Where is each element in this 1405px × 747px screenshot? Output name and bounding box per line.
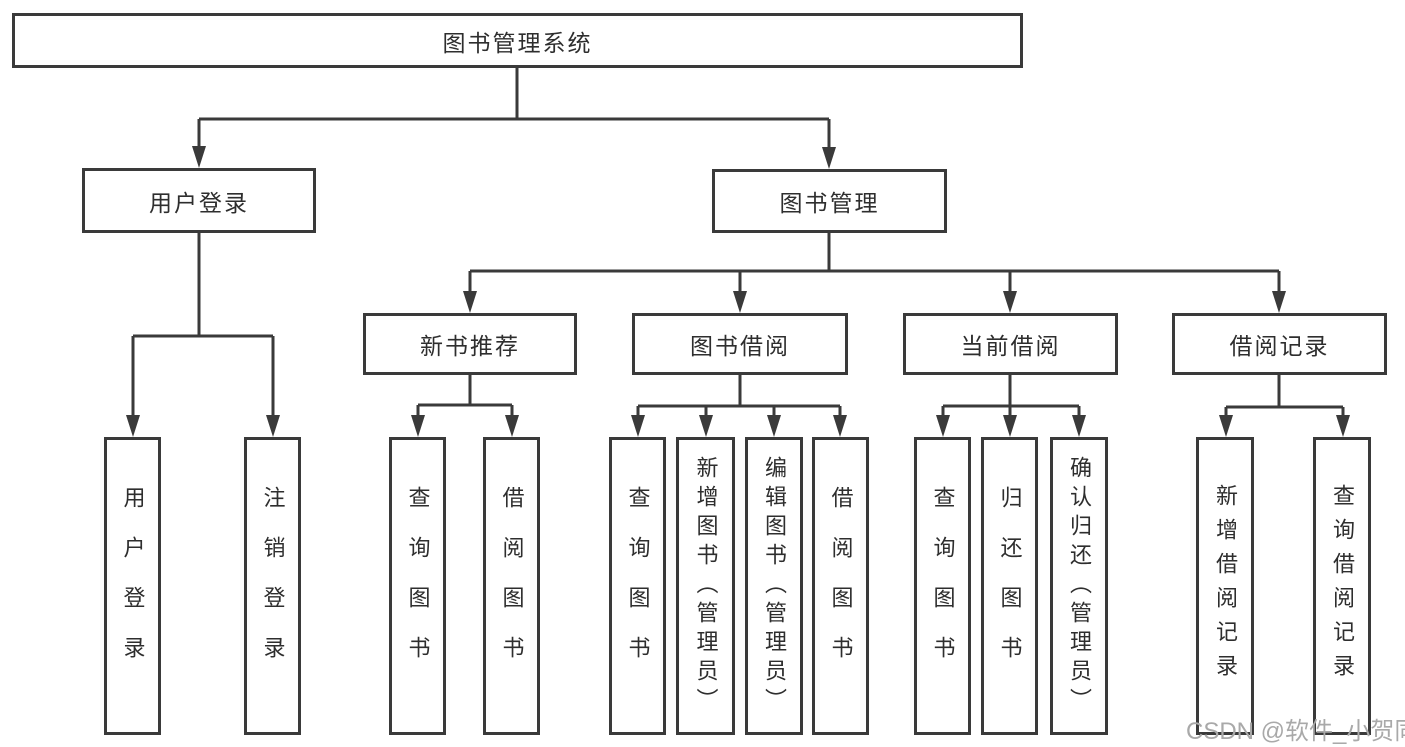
node-book-borrow-label: 图书借阅 (690, 333, 790, 359)
connector-book-borrow-children (631, 375, 847, 437)
leaf-edit-book-admin-label: 编辑图书（管理员） (762, 455, 787, 717)
leaf-confirm-return-admin-label: 确认归还（管理员） (1067, 455, 1092, 717)
leaf-add-borrow-record-label: 新增借阅记录 (1213, 484, 1238, 688)
leaf-query-books-recommend: 查询图书 (389, 437, 446, 735)
connector-current-borrow-children (936, 375, 1086, 437)
node-current-borrow: 当前借阅 (903, 313, 1118, 375)
node-library-management-system-label: 图书管理系统 (442, 29, 593, 56)
leaf-confirm-return-admin: 确认归还（管理员） (1050, 437, 1108, 735)
leaf-query-borrow-record: 查询借阅记录 (1313, 437, 1371, 735)
node-borrow-records-label: 借阅记录 (1229, 333, 1330, 359)
connector-new-book-children (411, 375, 519, 437)
leaf-borrow-books-recommend: 借阅图书 (483, 437, 540, 735)
leaf-return-books-label: 归还图书 (997, 486, 1023, 686)
connector-borrow-records-children (1219, 375, 1350, 437)
connector-user-login-children (126, 233, 280, 437)
node-user-login-label: 用户登录 (149, 189, 249, 216)
node-library-management-system: 图书管理系统 (12, 13, 1023, 68)
leaf-borrow-books-label: 借阅图书 (828, 486, 854, 686)
leaf-query-books-recommend-label: 查询图书 (405, 486, 431, 686)
leaf-query-borrow-record-label: 查询借阅记录 (1330, 484, 1355, 688)
leaf-query-books-current-label: 查询图书 (930, 486, 956, 686)
node-borrow-records: 借阅记录 (1172, 313, 1387, 375)
node-user-login: 用户登录 (82, 168, 316, 233)
node-book-management-label: 图书管理 (779, 190, 880, 216)
node-new-book-recommend: 新书推荐 (363, 313, 577, 375)
connector-root-to-level2 (192, 68, 836, 169)
node-book-borrow: 图书借阅 (632, 313, 848, 375)
node-new-book-recommend-label: 新书推荐 (420, 333, 520, 359)
leaf-add-book-admin-label: 新增图书（管理员） (693, 455, 719, 717)
connector-book-management-children (463, 233, 1286, 313)
node-current-borrow-label: 当前借阅 (960, 333, 1061, 359)
leaf-logout-label: 注销登录 (260, 486, 286, 686)
leaf-user-login: 用户登录 (104, 437, 161, 735)
leaf-borrow-books: 借阅图书 (812, 437, 869, 735)
leaf-edit-book-admin: 编辑图书（管理员） (745, 437, 803, 735)
leaf-query-books-borrow: 查询图书 (609, 437, 666, 735)
leaf-add-book-admin: 新增图书（管理员） (676, 437, 735, 735)
leaf-query-books-current: 查询图书 (914, 437, 971, 735)
leaf-add-borrow-record: 新增借阅记录 (1196, 437, 1254, 735)
leaf-return-books: 归还图书 (981, 437, 1038, 735)
leaf-user-login-label: 用户登录 (120, 486, 146, 686)
node-book-management: 图书管理 (712, 169, 947, 233)
leaf-logout: 注销登录 (244, 437, 301, 735)
leaf-borrow-books-recommend-label: 借阅图书 (499, 486, 525, 686)
csdn-watermark: CSDN @软件_小贺同学 (1186, 718, 1405, 745)
leaf-query-books-borrow-label: 查询图书 (625, 486, 651, 686)
